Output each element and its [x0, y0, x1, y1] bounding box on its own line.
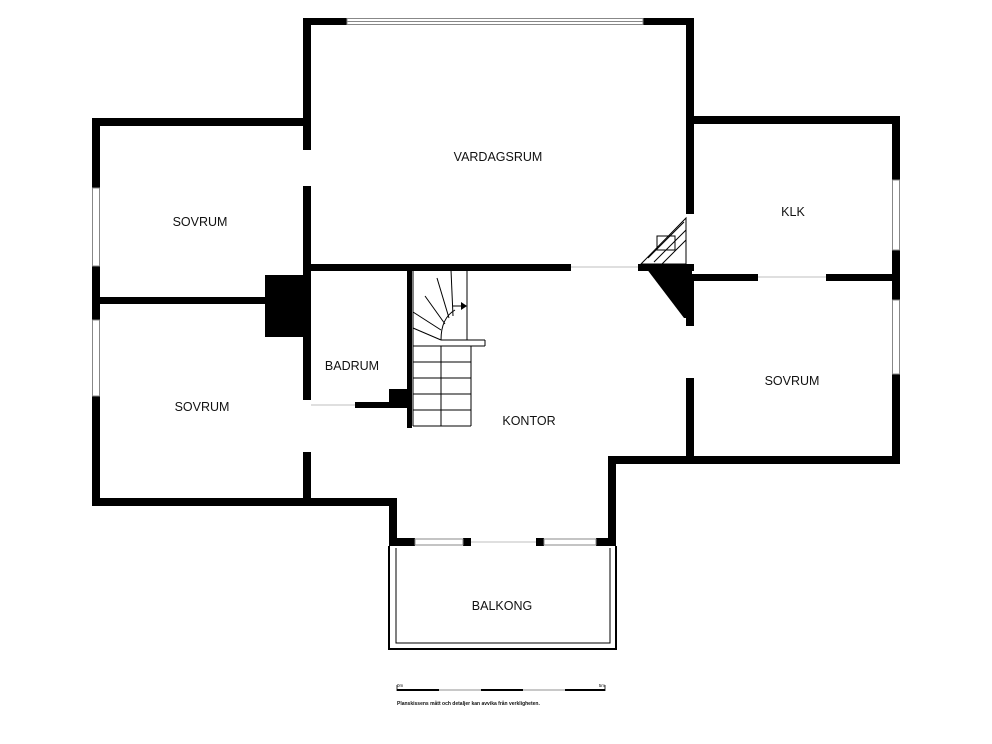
kitchen-corner-unit	[646, 268, 692, 318]
scale-segment-4	[523, 689, 565, 691]
window-kontor-left	[414, 538, 464, 546]
wall-right-divider-left	[686, 274, 758, 281]
wall-kontor-bottom-2	[463, 538, 471, 546]
wall-mid-horizontal-right	[638, 264, 694, 271]
disclaimer-text: Planskissens mått och detaljer kan avvik…	[397, 700, 540, 707]
wall-kontor-bottom-3	[536, 538, 544, 546]
wall-left-divider	[92, 297, 268, 304]
balcony	[388, 546, 617, 650]
wall-mid-horizontal-left	[303, 264, 571, 271]
room-label-kontor: KONTOR	[502, 414, 555, 428]
staircase	[412, 268, 486, 427]
scale-segment-3	[481, 689, 523, 691]
wall-vardagsrum-left-lower	[303, 186, 311, 268]
wall-top-left-segment	[303, 18, 347, 25]
wall-right-outer-1	[892, 116, 900, 180]
room-label-sovrum-top-left: SOVRUM	[173, 215, 228, 229]
window-klk	[892, 179, 900, 251]
wall-right-divider-right	[826, 274, 900, 281]
room-label-sovrum-right: SOVRUM	[765, 374, 820, 388]
wall-right-top	[686, 116, 900, 124]
wall-vardagsrum-left-upper	[303, 18, 311, 150]
kitchen-hatch	[639, 216, 687, 265]
stair-arrow-icon	[461, 302, 467, 310]
wall-right-bottom	[608, 456, 900, 464]
badrum-fixture	[389, 389, 409, 408]
window-sovrum-top-left	[92, 187, 100, 267]
room-label-vardagsrum: VARDAGSRUM	[454, 150, 543, 164]
wall-left-outer-2	[92, 266, 100, 320]
wall-kontor-bottom-4	[596, 538, 616, 546]
wall-right-outer-3	[892, 374, 900, 464]
wall-left-outer-1	[92, 118, 100, 188]
scale-segment-2	[439, 689, 481, 691]
room-label-klk: KLK	[781, 205, 805, 219]
window-sovrum-bottom-left	[92, 319, 100, 397]
wall-kontor-bottom-1	[389, 538, 415, 546]
scale-end-label: 5m	[599, 683, 606, 688]
wall-right-inner-upper	[686, 274, 694, 326]
wall-left-inner-mid	[303, 268, 311, 400]
scale-start-label: 0m	[397, 683, 404, 688]
wall-kontor-left-lower	[389, 498, 397, 546]
wall-left-outer-3	[92, 396, 100, 506]
window-kontor-right	[543, 538, 597, 546]
walls	[92, 18, 900, 546]
door-openings	[311, 266, 826, 543]
scale-bar: 0m 5m	[396, 683, 606, 691]
wall-left-inner-low	[303, 452, 311, 506]
room-label-badrum: BADRUM	[325, 359, 379, 373]
wall-kontor-right-lower	[608, 456, 616, 546]
windows	[92, 18, 900, 546]
room-label-balkong: BALKONG	[472, 599, 532, 613]
scale-segment-5	[565, 689, 605, 691]
wall-badrum-bottom	[355, 402, 409, 408]
wall-right-inner-lower	[686, 378, 694, 460]
window-sovrum-right	[892, 299, 900, 375]
wall-top-right-segment	[643, 18, 693, 25]
scale-segment-1	[397, 689, 439, 691]
room-label-sovrum-bottom-left: SOVRUM	[175, 400, 230, 414]
wall-left-bottom	[92, 498, 397, 506]
wall-stair-left	[407, 268, 412, 428]
wall-left-top	[92, 118, 305, 126]
